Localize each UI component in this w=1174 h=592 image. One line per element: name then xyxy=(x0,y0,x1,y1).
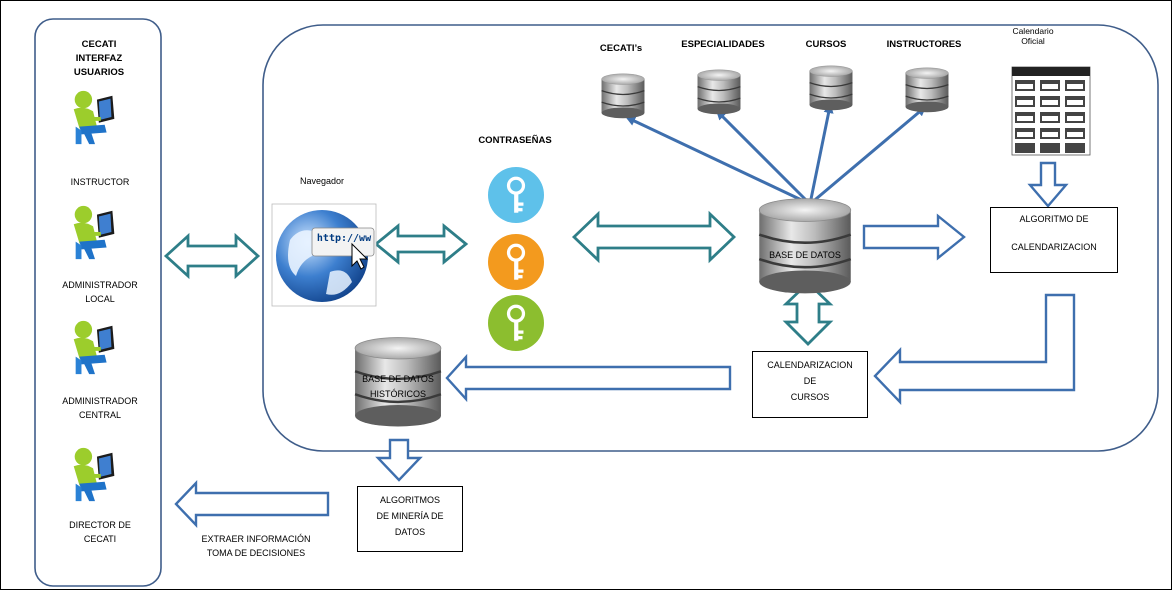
db-scheduling-arrow xyxy=(782,281,834,346)
admin-central-icon xyxy=(73,320,115,375)
role-admin-central: ADMINISTRADOR CENTRAL xyxy=(62,396,138,420)
users-browser-arrow xyxy=(163,232,261,280)
especialidades-db-icon xyxy=(696,69,742,115)
passwords-label: CONTRASEÑAS xyxy=(478,135,552,146)
instructor-icon xyxy=(73,90,115,145)
calendar-algorithm-arrow xyxy=(1027,161,1069,208)
db-instructores-link xyxy=(801,106,927,213)
cecatis-db-icon xyxy=(600,73,646,119)
role-instructor: INSTRUCTOR xyxy=(70,177,130,187)
browser-globe-icon xyxy=(271,203,377,307)
scheduling-history-arrow xyxy=(445,353,732,403)
calendar-label: Calendario Oficial xyxy=(1012,26,1054,46)
output-caption: EXTRAER INFORMACIÓN TOMA DE DECISIONES xyxy=(201,534,311,558)
db-especialidades-link xyxy=(715,109,819,213)
especialidades-db-label: ESPECIALIDADES xyxy=(681,39,765,50)
algorithm-box-line1: ALGORITMO DE xyxy=(1019,214,1089,224)
users-panel-title: CECATI INTERFAZ USUARIOS xyxy=(73,39,125,78)
db-cecatis-link xyxy=(625,116,819,212)
mining-box-line2: DE MINERÍA DE xyxy=(376,511,444,521)
scheduling-box-line2: DE xyxy=(803,376,817,386)
scheduling-box-line3: CURSOS xyxy=(790,392,830,402)
algorithm-scheduling-arrow xyxy=(873,293,1076,405)
output-arrow xyxy=(174,480,330,528)
calendar-image xyxy=(1011,66,1091,156)
browser-label: Navegador xyxy=(299,176,345,186)
cursos-db-icon xyxy=(808,65,854,111)
director-icon xyxy=(73,447,115,502)
browser-url-text: http://ww xyxy=(316,233,372,244)
main-db-label: BASE DE DATOS xyxy=(769,250,841,260)
scheduling-box: CALENDARIZACION DE CURSOS xyxy=(752,351,868,418)
algorithm-box: ALGORITMO DE CALENDARIZACION xyxy=(990,207,1118,273)
cecatis-db-label: CECATI’s xyxy=(599,43,643,54)
system-outline xyxy=(262,24,1159,452)
instructores-db-label: INSTRUCTORES xyxy=(886,39,962,50)
history-db-label: BASE DE DATOS HISTÓRICOS xyxy=(362,374,434,399)
mining-box: ALGORITMOS DE MINERÍA DE DATOS xyxy=(357,486,463,552)
role-admin-local: ADMINISTRADOR LOCAL xyxy=(62,280,138,304)
main-db-icon xyxy=(757,197,853,295)
passwords-db-arrow xyxy=(571,210,737,264)
role-director: DIRECTOR DE CECATI xyxy=(69,520,131,544)
history-mining-arrow xyxy=(375,438,423,482)
mining-box-line3: DATOS xyxy=(394,527,426,537)
admin-local-icon xyxy=(73,205,115,260)
db-algorithm-arrow xyxy=(862,213,966,261)
scheduling-box-line1: CALENDARIZACION xyxy=(767,360,853,370)
instructores-db-icon xyxy=(904,67,950,113)
algorithm-box-line2: CALENDARIZACION xyxy=(1011,242,1097,252)
mining-box-line1: ALGORITMOS xyxy=(379,495,440,505)
users-panel-outline xyxy=(34,18,162,587)
cursos-db-label: CURSOS xyxy=(805,39,847,50)
browser-passwords-arrow xyxy=(373,223,469,265)
